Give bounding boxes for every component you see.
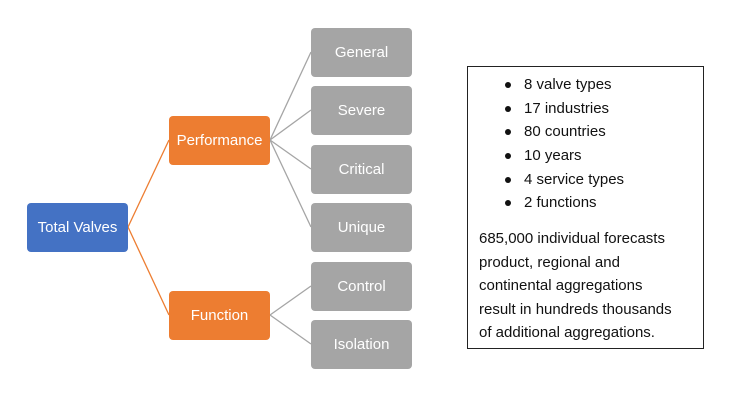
node-isolation: Isolation (311, 320, 412, 369)
info-box: 8 valve types 17 industries 80 countries… (467, 66, 704, 349)
node-performance: Performance (169, 116, 270, 165)
info-bullet-list: 8 valve types 17 industries 80 countries… (468, 73, 624, 215)
node-unique: Unique (311, 203, 412, 252)
info-bullet-item: 4 service types (468, 168, 624, 192)
info-bullet-text: 80 countries (524, 123, 606, 141)
node-control: Control (311, 262, 412, 311)
info-description: 685,000 individual forecasts product, re… (479, 230, 672, 342)
bullet-icon (505, 200, 511, 207)
node-total-valves: Total Valves (27, 203, 128, 252)
root-to-category-connectors (127, 139, 170, 316)
node-critical: Critical (311, 145, 412, 194)
connector-function-isolation (269, 314, 312, 345)
connector-performance-general (269, 51, 312, 141)
connector-root-function (127, 226, 170, 316)
connector-performance-unique (269, 139, 312, 228)
bullet-icon (505, 129, 511, 136)
node-general: General (311, 28, 412, 77)
connector-root-performance (127, 139, 170, 228)
info-bullet-item: 17 industries (468, 97, 624, 121)
info-bullet-item: 2 functions (468, 191, 624, 215)
bullet-icon (505, 176, 511, 183)
connector-function-control (269, 285, 312, 316)
bullet-icon (505, 153, 511, 160)
info-bullet-item: 8 valve types (468, 73, 624, 97)
node-function: Function (169, 291, 270, 340)
info-bullet-text: 10 years (524, 147, 582, 165)
connector-performance-severe (269, 109, 312, 141)
connector-performance-critical (269, 139, 312, 170)
info-bullet-text: 8 valve types (524, 76, 612, 93)
info-bullet-item: 10 years (468, 144, 624, 168)
info-bullet-item: 80 countries (468, 120, 624, 144)
category-to-leaf-connectors (269, 51, 312, 345)
info-bullet-text: 4 service types (524, 170, 625, 188)
info-bullet-text: 17 industries (524, 99, 610, 117)
bullet-icon (505, 82, 511, 88)
bullet-icon (505, 105, 511, 112)
node-severe: Severe (311, 86, 412, 135)
info-bullet-text: 2 functions (524, 194, 597, 212)
